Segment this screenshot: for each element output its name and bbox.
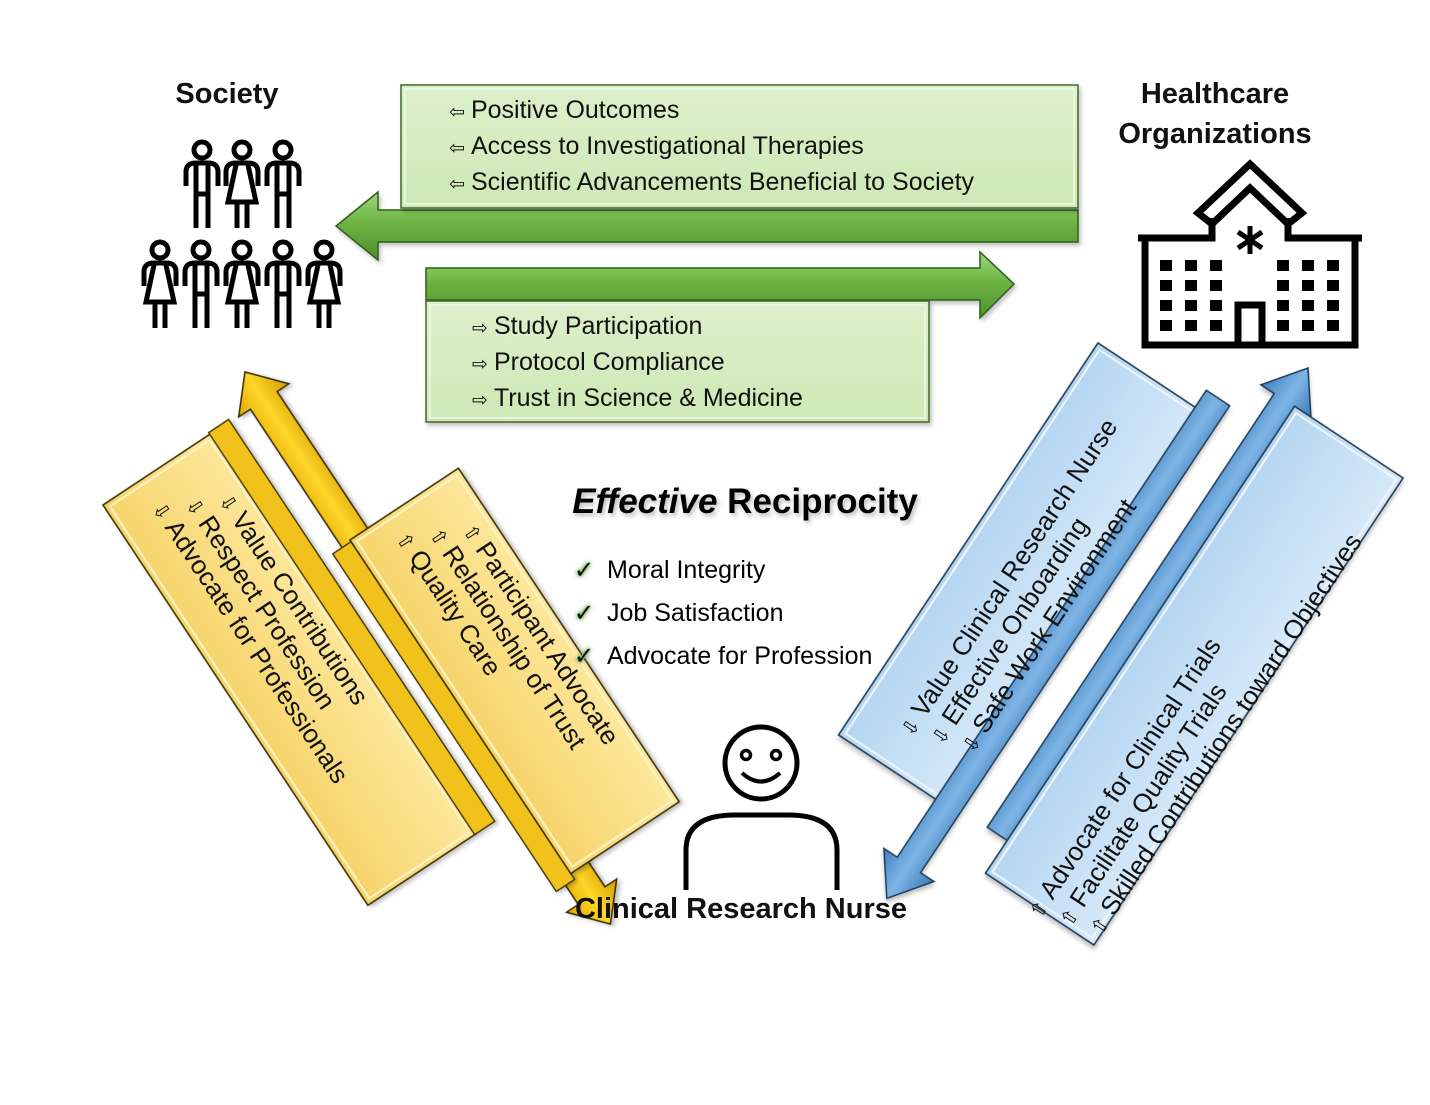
person-icon xyxy=(223,139,261,228)
panel-item: ⇦ Positive Outcomes xyxy=(449,96,679,124)
window-icon xyxy=(1185,300,1197,311)
outcome-item: ✓ Advocate for Profession xyxy=(573,642,872,671)
panel-item-text: Study Participation xyxy=(494,312,702,340)
panel-society-to-nurse xyxy=(101,418,496,907)
check-icon: ✓ xyxy=(574,643,594,670)
title-emphasis: Effective xyxy=(572,482,717,521)
person-icon xyxy=(223,239,261,328)
window-icon xyxy=(1185,280,1197,291)
window-icon xyxy=(1185,320,1197,331)
hospital-building-icon xyxy=(1138,159,1362,349)
panel-item: ⇦ Access to Investigational Therapies xyxy=(449,132,864,160)
window-icon xyxy=(1277,280,1289,291)
panel-item: ⇨ Study Participation xyxy=(472,312,702,340)
green-arrow-right xyxy=(425,250,1016,320)
outcome-item: ✓ Job Satisfaction xyxy=(573,599,784,628)
window-icon xyxy=(1302,320,1314,331)
person-icon xyxy=(305,239,343,328)
arrow-bullet-icon: ⇨ xyxy=(472,353,494,375)
nurse-label: Clinical Research Nurse xyxy=(575,893,907,925)
arrow-bullet-icon: ⇦ xyxy=(449,101,471,123)
window-icon xyxy=(1210,320,1222,331)
panel-item-text: Scientific Advancements Beneficial to So… xyxy=(471,168,975,196)
outcome-item: ✓ Moral Integrity xyxy=(573,556,766,585)
arrow-bullet-icon: ⇨ xyxy=(472,389,494,411)
panel-society-to-healthcare xyxy=(425,300,930,423)
hospital-windows xyxy=(1160,260,1339,331)
outcome-text: Moral Integrity xyxy=(607,556,766,584)
smiling-person-icon xyxy=(683,724,840,890)
window-icon xyxy=(1277,300,1289,311)
panel-healthcare-to-society xyxy=(400,84,1079,209)
title-rest: Reciprocity xyxy=(717,482,918,521)
window-icon xyxy=(1160,260,1172,271)
panel-nurse-to-society xyxy=(331,467,681,893)
person-icon xyxy=(264,239,302,328)
people-group-icon xyxy=(141,139,343,328)
blue-arrow-down xyxy=(883,389,1231,900)
panel-item-text: Positive Outcomes xyxy=(471,96,679,124)
society-label: Society xyxy=(175,78,278,110)
arrow-bullet-icon: ⇨ xyxy=(472,317,494,339)
window-icon xyxy=(1327,320,1339,331)
panel-item: ⇦ Scientific Advancements Beneficial to … xyxy=(449,168,975,196)
panel-item-text: Access to Investigational Therapies xyxy=(471,132,864,160)
check-icon: ✓ xyxy=(574,600,594,627)
window-icon xyxy=(1160,300,1172,311)
window-icon xyxy=(1302,260,1314,271)
window-icon xyxy=(1302,300,1314,311)
panel-item-text: Trust in Science & Medicine xyxy=(494,384,803,412)
window-icon xyxy=(1210,300,1222,311)
panel-item: ⇨ Protocol Compliance xyxy=(472,348,725,376)
green-arrow-left xyxy=(334,190,1079,262)
window-icon xyxy=(1327,280,1339,291)
window-icon xyxy=(1185,260,1197,271)
window-icon xyxy=(1277,260,1289,271)
outcomes-list: ✓ Moral Integrity ✓ Job Satisfaction ✓ Advoca… xyxy=(573,556,872,671)
window-icon xyxy=(1210,260,1222,271)
window-icon xyxy=(1277,320,1289,331)
window-icon xyxy=(1160,320,1172,331)
arrow-bullet-icon: ⇦ xyxy=(449,173,471,195)
check-icon: ✓ xyxy=(574,557,594,584)
panel-nurse-to-healthcare xyxy=(984,405,1405,947)
outcome-text: Advocate for Profession xyxy=(607,642,872,670)
window-icon xyxy=(1210,280,1222,291)
panel-items: ⇨ Study Participation⇨ Protocol Complian… xyxy=(472,312,803,412)
window-icon xyxy=(1302,280,1314,291)
panel-item-text: Protocol Compliance xyxy=(494,348,725,376)
panel-item: ⇨ Trust in Science & Medicine xyxy=(472,384,803,412)
outcome-text: Job Satisfaction xyxy=(607,599,784,627)
healthcare-label-line1: Healthcare xyxy=(1141,78,1289,110)
window-icon xyxy=(1160,280,1172,291)
window-icon xyxy=(1327,300,1339,311)
healthcare-label-line2: Organizations xyxy=(1118,118,1311,150)
person-icon xyxy=(182,239,220,328)
arrow-bullet-icon: ⇦ xyxy=(449,137,471,159)
person-icon xyxy=(141,239,179,328)
person-icon xyxy=(264,139,302,228)
person-icon xyxy=(183,139,221,228)
window-icon xyxy=(1327,260,1339,271)
title: Effective Reciprocity xyxy=(572,482,918,521)
panel-items: ⇦ Positive Outcomes⇦ Access to Investiga… xyxy=(449,96,975,196)
